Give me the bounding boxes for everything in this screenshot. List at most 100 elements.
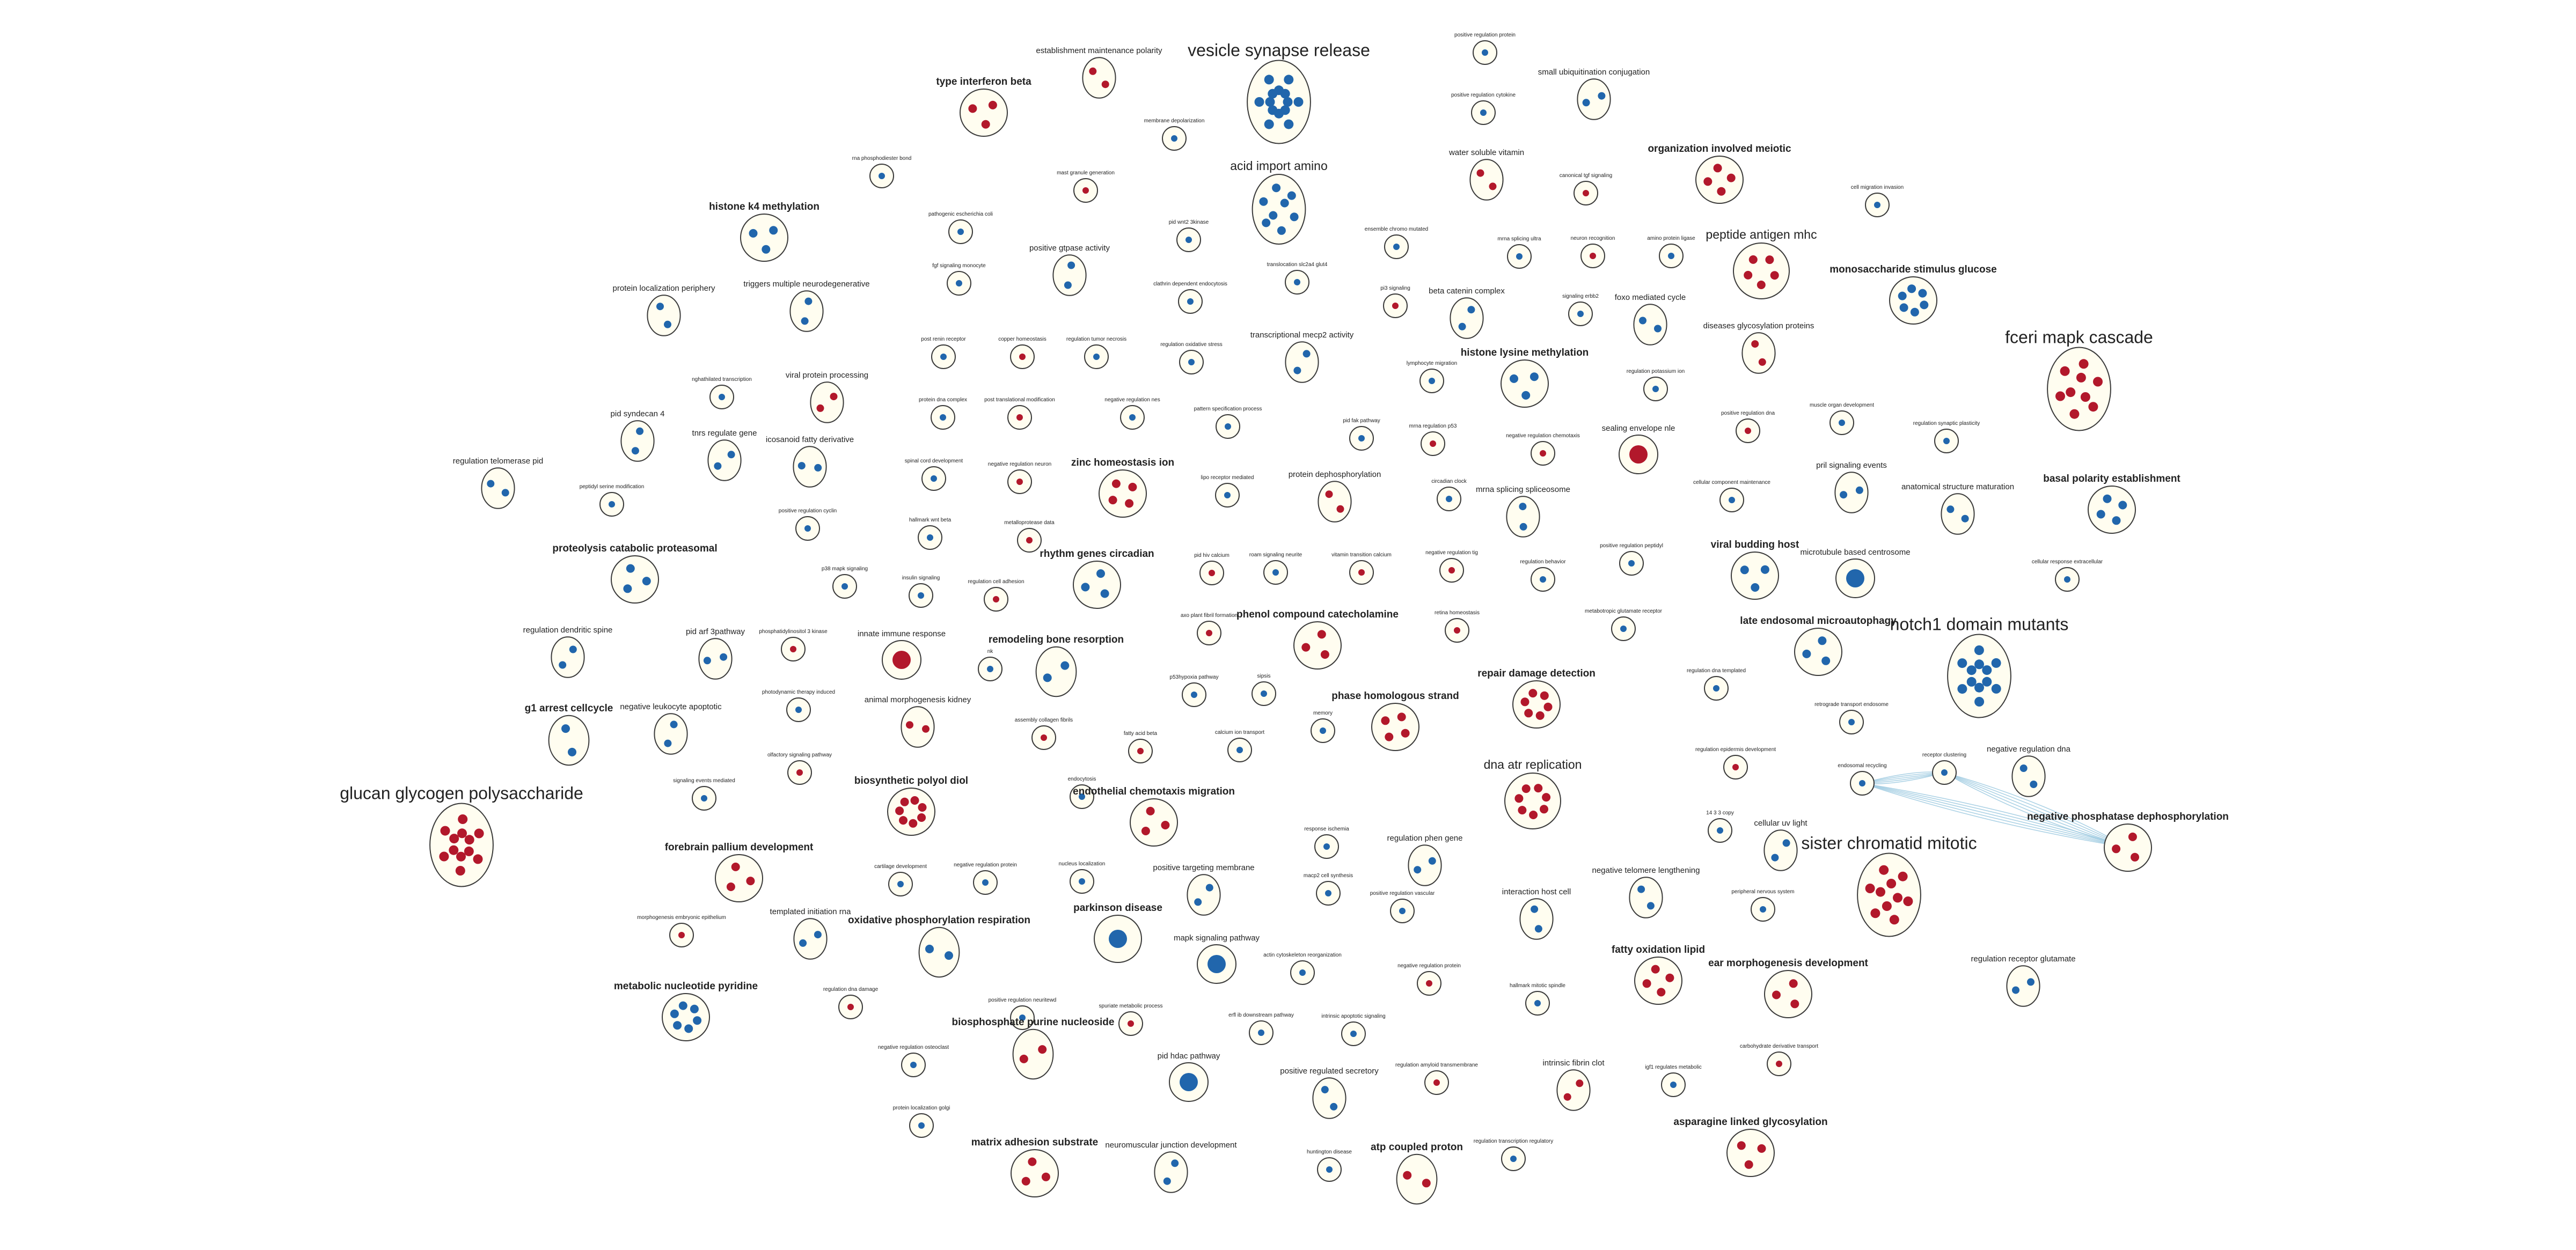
gene-set-node[interactable] [1067, 261, 1075, 269]
gene-set-node[interactable] [1620, 626, 1627, 632]
gene-set-node[interactable] [1899, 303, 1908, 312]
gene-set-node[interactable] [1534, 925, 1542, 933]
cluster-regulation-amyloid-transmembrane[interactable]: regulation amyloid transmembrane [1395, 1062, 1478, 1095]
gene-set-node[interactable] [1225, 423, 1231, 430]
cluster-memory[interactable]: memory [1311, 710, 1335, 743]
gene-set-node[interactable] [1782, 839, 1790, 847]
gene-set-node[interactable] [1518, 806, 1527, 815]
gene-set-node[interactable] [1846, 569, 1864, 587]
gene-set-node[interactable] [1209, 570, 1215, 576]
gene-set-node[interactable] [449, 845, 459, 855]
gene-set-node[interactable] [1974, 697, 1985, 707]
gene-set-node[interactable] [892, 651, 911, 669]
gene-set-node[interactable] [1510, 1156, 1517, 1162]
gene-set-node[interactable] [1946, 505, 1955, 513]
cluster-positive-regulation-vascular[interactable]: positive regulation vascular [1370, 891, 1435, 923]
cluster-positive-regulation-dna[interactable]: positive regulation dna [1721, 410, 1775, 443]
gene-set-node[interactable] [1510, 374, 1518, 383]
cluster-positive-regulation-cyclin[interactable]: positive regulation cyclin [779, 508, 837, 541]
cluster-peptidyl-serine-modification[interactable]: peptidyl serine modification [580, 484, 645, 517]
cluster-regulation-tumor-necrosis[interactable]: regulation tumor necrosis [1066, 336, 1126, 369]
gene-set-node[interactable] [1446, 496, 1452, 502]
gene-set-node[interactable] [1476, 169, 1484, 177]
gene-set-node[interactable] [1790, 999, 1799, 1009]
cluster-cartilage-development[interactable]: cartilage development [874, 864, 927, 896]
gene-set-node[interactable] [1109, 930, 1127, 948]
cluster-glucan-glycogen-polysaccharide[interactable]: glucan glycogen polysaccharide [340, 784, 583, 887]
gene-set-node[interactable] [790, 646, 796, 652]
cluster-notch1-domain-mutants[interactable]: notch1 domain mutants [1890, 615, 2069, 718]
gene-set-node[interactable] [1760, 906, 1766, 913]
gene-set-node[interactable] [1882, 901, 1892, 911]
gene-set-node[interactable] [1146, 806, 1155, 815]
cluster-retrograde-transport-endosome[interactable]: retrograde transport endosome [1814, 702, 1889, 734]
cluster-beta-catenin-complex[interactable]: beta catenin complex [1429, 286, 1505, 339]
gene-set-node[interactable] [1583, 190, 1589, 196]
gene-set-node[interactable] [1171, 1159, 1179, 1167]
cluster-regulation-epidermis-development[interactable]: regulation epidermis development [1695, 747, 1776, 780]
gene-set-node[interactable] [987, 666, 993, 672]
gene-set-node[interactable] [1519, 503, 1527, 511]
gene-set-node[interactable] [1385, 732, 1394, 741]
cluster-viral-budding-host[interactable]: viral budding host [1711, 539, 1799, 600]
gene-set-node[interactable] [1848, 719, 1855, 725]
gene-set-node[interactable] [1802, 649, 1811, 658]
cluster-nucleus-localization[interactable]: nucleus localization [1059, 861, 1106, 894]
gene-set-node[interactable] [701, 795, 707, 802]
gene-set-node[interactable] [749, 229, 758, 238]
gene-set-node[interactable] [1898, 871, 1908, 881]
cluster-neuromuscular-junction-development[interactable]: neuromuscular junction development [1105, 1141, 1237, 1193]
gene-set-node[interactable] [841, 583, 848, 590]
gene-set-node[interactable] [1043, 673, 1052, 682]
cluster-organization-involved-meiotic[interactable]: organization involved meiotic [1648, 143, 1791, 204]
cluster-regulation-synaptic-plasticity[interactable]: regulation synaptic plasticity [1913, 421, 1980, 453]
gene-set-node[interactable] [457, 828, 467, 839]
gene-set-node[interactable] [1713, 164, 1722, 173]
gene-set-node[interactable] [1974, 659, 1984, 670]
gene-set-node[interactable] [693, 1016, 702, 1025]
gene-set-node[interactable] [1982, 677, 1992, 687]
cluster-roam-signaling-neurite[interactable]: roam signaling neurite [1249, 552, 1302, 585]
cluster-negative-regulation-tig[interactable]: negative regulation tig [1425, 550, 1478, 583]
cluster-pid-syndecan-4[interactable]: pid syndecan 4 [611, 409, 665, 462]
gene-set-node[interactable] [1516, 253, 1523, 260]
cluster-regulation-transcription-regulatory[interactable]: regulation transcription regulatory [1474, 1138, 1553, 1171]
gene-set-node[interactable] [988, 100, 997, 109]
gene-set-node[interactable] [1293, 366, 1301, 374]
gene-set-node[interactable] [1668, 253, 1674, 259]
gene-set-node[interactable] [1628, 560, 1635, 567]
gene-set-node[interactable] [1898, 291, 1907, 300]
gene-set-node[interactable] [1744, 270, 1753, 280]
gene-set-node[interactable] [1651, 965, 1660, 974]
cluster-regulation-dendritic-spine[interactable]: regulation dendritic spine [523, 626, 613, 678]
cluster-translocation-slc2a4-glut4[interactable]: translocation slc2a4 glut4 [1267, 262, 1328, 295]
gene-set-node[interactable] [1713, 685, 1719, 692]
gene-set-node[interactable] [1765, 255, 1774, 264]
gene-set-node[interactable] [1458, 322, 1466, 330]
gene-set-node[interactable] [1910, 307, 1919, 317]
cluster-rna-phosphodiester-bond[interactable]: rna phosphodiester bond [852, 156, 912, 188]
gene-set-node[interactable] [1163, 1177, 1171, 1185]
gene-set-node[interactable] [1028, 1157, 1037, 1166]
gene-set-node[interactable] [1758, 358, 1766, 366]
cluster-olfactory-signaling-pathway[interactable]: olfactory signaling pathway [767, 752, 832, 785]
gene-set-node[interactable] [1284, 119, 1294, 129]
gene-set-node[interactable] [439, 851, 449, 862]
gene-set-node[interactable] [1101, 80, 1109, 89]
gene-set-node[interactable] [1262, 218, 1271, 227]
gene-set-node[interactable] [1206, 630, 1212, 636]
gene-set-node[interactable] [684, 1024, 693, 1033]
gene-set-node[interactable] [1381, 716, 1390, 725]
gene-set-node[interactable] [957, 229, 964, 235]
gene-set-node[interactable] [455, 866, 465, 876]
gene-set-node[interactable] [1514, 794, 1524, 803]
cluster-endocytosis[interactable]: endocytosis [1068, 776, 1096, 809]
cluster-nk[interactable]: nk [978, 649, 1002, 681]
gene-set-node[interactable] [1529, 811, 1538, 819]
cluster-regulation-dna-templated[interactable]: regulation dna templated [1687, 668, 1746, 701]
cluster-regulation-cell-adhesion[interactable]: regulation cell adhesion [968, 579, 1024, 612]
cluster-copper-homeostasis[interactable]: copper homeostasis [998, 336, 1046, 369]
gene-set-node[interactable] [623, 584, 632, 593]
gene-set-node[interactable] [1893, 893, 1902, 903]
gene-set-node[interactable] [945, 951, 953, 960]
